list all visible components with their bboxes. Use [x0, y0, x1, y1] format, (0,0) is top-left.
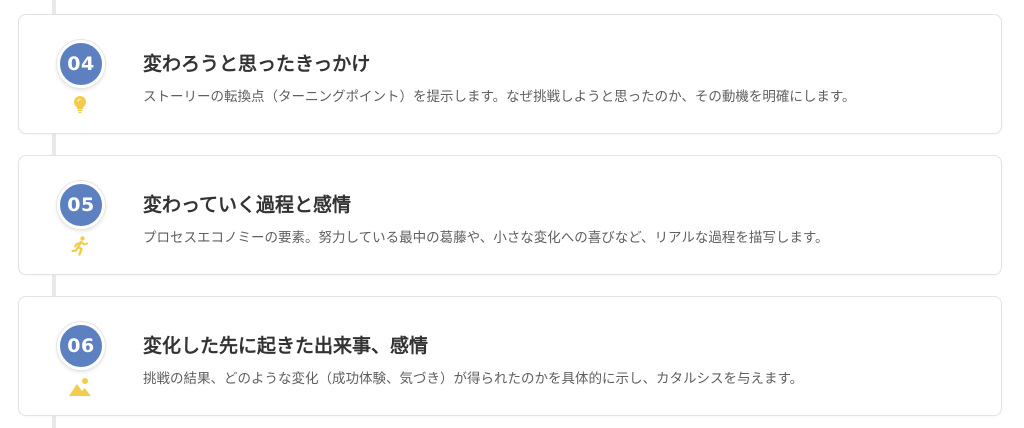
step-number-badge: 06	[57, 322, 105, 370]
lightbulb-icon	[68, 93, 92, 117]
step-title: 変わろうと思ったきっかけ	[143, 53, 371, 75]
step-number-badge: 04	[57, 40, 105, 88]
mountain-sun-icon	[68, 375, 92, 399]
step-description: 挑戦の結果、どのような変化（成功体験、気づき）が得られたのかを具体的に示し、カタ…	[143, 371, 804, 387]
step-description: プロセスエコノミーの要素。努力している最中の葛藤や、小さな変化への喜びなど、リア…	[143, 230, 829, 246]
step-description: ストーリーの転換点（ターニングポイント）を提示します。なぜ挑戦しようと思ったのか…	[143, 89, 856, 105]
step-card-06: 06 変化した先に起きた出来事、感情 挑戦の結果、どのような変化（成功体験、気づ…	[18, 296, 1002, 416]
step-card-04: 04 変わろうと思ったきっかけ ストーリーの転換点（ターニングポイント）を提示し…	[18, 14, 1002, 134]
step-card-05: 05 変わっていく過程と感情 プロセスエコノミーの要素。努力している最中の葛藤や…	[18, 155, 1002, 275]
running-person-icon	[68, 234, 92, 258]
step-number-badge: 05	[57, 181, 105, 229]
step-title: 変わっていく過程と感情	[143, 194, 352, 216]
step-title: 変化した先に起きた出来事、感情	[143, 335, 429, 357]
